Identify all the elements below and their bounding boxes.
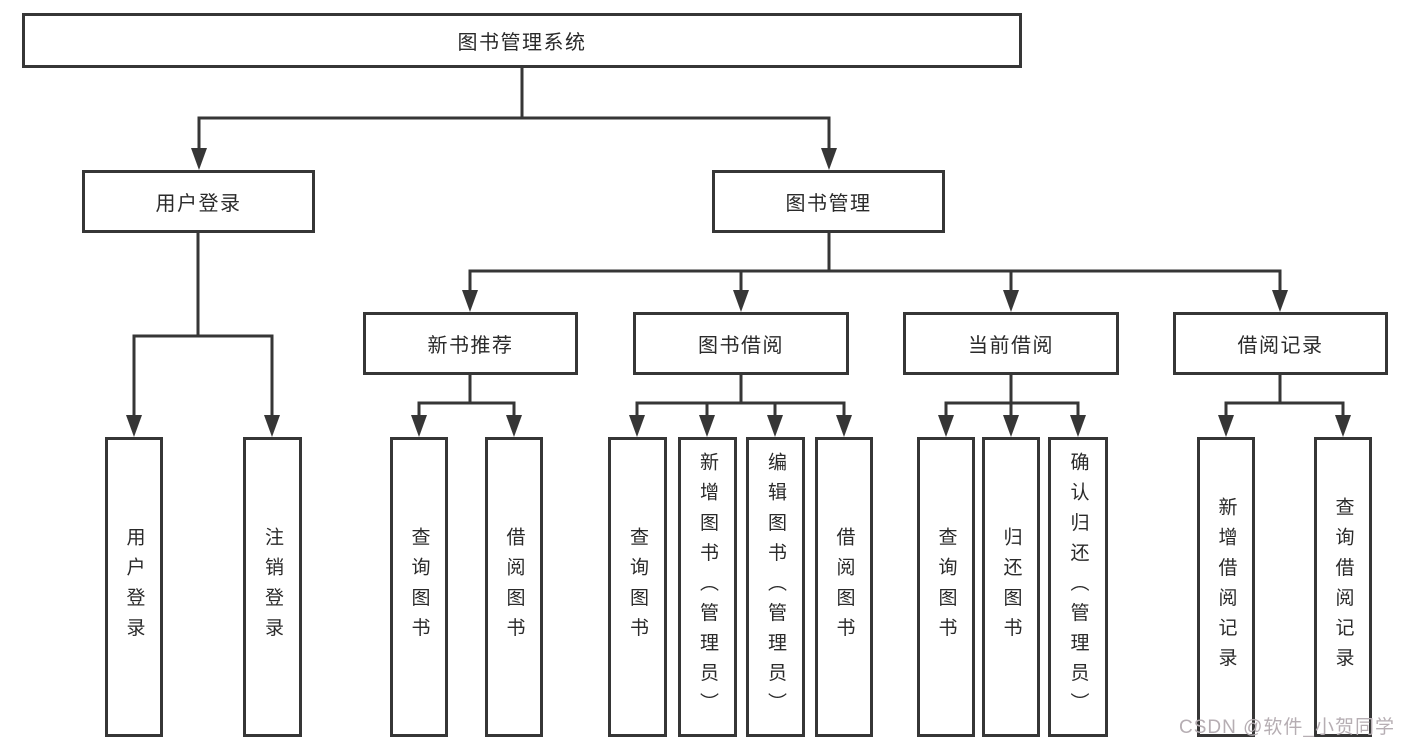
leaf-logout: 注销登录 [243, 437, 302, 737]
node-label: 查询图书 [935, 526, 957, 648]
node-label: 查询图书 [627, 526, 648, 648]
leaf-query-books-recommend: 查询图书 [390, 437, 448, 737]
node-label: 注销登录 [262, 526, 283, 648]
leaf-query-books-current: 查询图书 [917, 437, 975, 737]
node-label: 新增借阅记录 [1215, 496, 1237, 678]
leaf-add-borrow-record: 新增借阅记录 [1197, 437, 1255, 737]
node-library-management-system: 图书管理系统 [22, 13, 1022, 68]
leaf-return-books: 归还图书 [982, 437, 1040, 737]
node-label: 用户登录 [123, 526, 145, 648]
leaf-borrow-books: 借阅图书 [815, 437, 873, 737]
arrowheads [126, 148, 1351, 437]
leaf-query-borrow-record: 查询借阅记录 [1314, 437, 1372, 737]
node-label: 借阅图书 [833, 526, 855, 648]
node-label: 借阅记录 [1237, 335, 1324, 357]
node-book-management: 图书管理 [712, 170, 945, 233]
node-label: 图书管理系统 [457, 32, 587, 54]
node-user-login: 用户登录 [82, 170, 315, 233]
node-label: 图书管理 [785, 193, 872, 215]
leaf-confirm-return-admin: 确认归还（管理员） [1048, 437, 1108, 737]
node-current-borrowing: 当前借阅 [903, 312, 1119, 375]
node-label: 查询借阅记录 [1332, 496, 1354, 678]
node-label: 图书借阅 [698, 335, 784, 357]
node-label: 编辑图书（管理员） [765, 451, 786, 723]
leaf-user-login: 用户登录 [105, 437, 163, 737]
node-label: 归还图书 [1000, 526, 1022, 648]
leaf-borrow-books-recommend: 借阅图书 [485, 437, 543, 737]
node-label: 新书推荐 [427, 335, 514, 357]
csdn-watermark: CSDN @软件_小贺同学 [1179, 717, 1395, 738]
leaf-query-books-borrowing: 查询图书 [608, 437, 667, 737]
node-label: 查询图书 [408, 526, 430, 648]
leaf-edit-books-admin: 编辑图书（管理员） [746, 437, 805, 737]
node-label: 新增图书（管理员） [697, 451, 718, 723]
node-label: 当前借阅 [968, 335, 1054, 357]
node-new-book-recommend: 新书推荐 [363, 312, 578, 375]
leaf-add-books-admin: 新增图书（管理员） [678, 437, 737, 737]
node-book-borrowing: 图书借阅 [633, 312, 849, 375]
node-borrow-records: 借阅记录 [1173, 312, 1388, 375]
node-label: 借阅图书 [503, 526, 525, 648]
node-label: 确认归还（管理员） [1067, 451, 1089, 723]
node-label: 用户登录 [155, 193, 242, 215]
